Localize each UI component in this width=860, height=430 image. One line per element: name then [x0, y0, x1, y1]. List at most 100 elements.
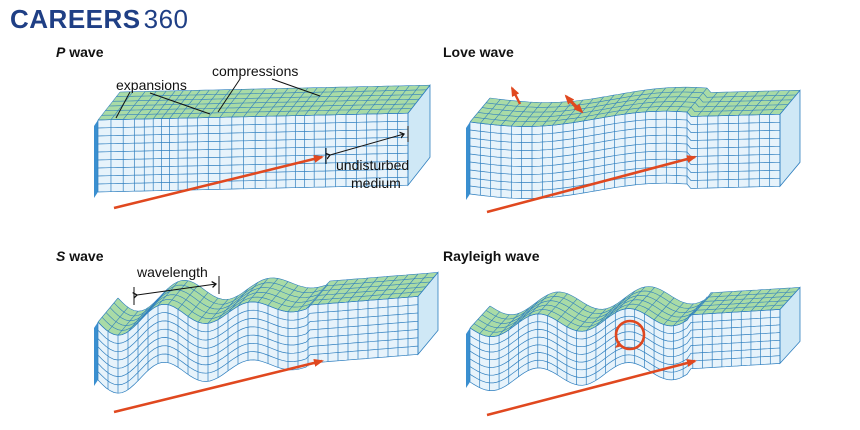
annotation-lines [113, 78, 697, 417]
grid-line [586, 308, 607, 331]
grid-line [295, 87, 318, 116]
grid-line [469, 323, 781, 353]
s-wave-title: S wave [56, 248, 103, 264]
grid-line [367, 276, 389, 301]
grid-line [97, 112, 409, 121]
grid-line [605, 297, 626, 320]
grid-line [666, 87, 687, 112]
grid-line [97, 160, 409, 169]
rayleigh-orbit-arrowhead [615, 341, 622, 348]
logo-brand: CAREERS [10, 4, 141, 34]
grid-line [267, 281, 289, 306]
grid-line [357, 277, 379, 302]
grid-line [304, 87, 327, 116]
grid-line [97, 176, 409, 185]
rayleigh-particle-orbit [614, 319, 646, 351]
propagation-arrow-1 [113, 155, 324, 210]
grid-line [469, 308, 781, 337]
s-wave-title-letter: S [56, 248, 66, 264]
grid-line [97, 312, 419, 353]
grid-line [527, 294, 549, 317]
propagation-arrow-2 [486, 155, 697, 214]
grid-line [469, 362, 781, 391]
p-wave-title: P wave [56, 44, 103, 60]
grid-line [197, 297, 219, 323]
grid-line [337, 278, 359, 303]
grid-line [469, 331, 781, 361]
s-wave-title-rest: wave [65, 248, 104, 264]
grid-line [779, 90, 801, 115]
grid-line [717, 91, 739, 116]
grid-line [770, 287, 791, 311]
grid-line [287, 287, 309, 312]
grid-line [769, 90, 790, 115]
grid-line [511, 101, 532, 127]
undisturbed-dimension [330, 134, 404, 155]
grid-line [469, 354, 781, 384]
undisturbed-label: undisturbed [336, 157, 410, 173]
grid-line [728, 91, 749, 116]
grid-line [489, 314, 510, 337]
grid-line [197, 89, 220, 119]
grid-line [673, 303, 694, 326]
grid-line [750, 288, 772, 312]
grid-line [297, 287, 319, 312]
love-wave-block [466, 86, 801, 200]
grid-line [707, 91, 728, 117]
grid-line [219, 89, 243, 118]
grid-line [479, 311, 500, 334]
p-wave-title-rest: wave [65, 44, 104, 60]
grid-line [169, 90, 192, 119]
wavelength-dimension [137, 284, 216, 295]
grid-line [325, 86, 348, 116]
grid-line [335, 86, 358, 115]
grid-line [227, 288, 249, 314]
grid-line [469, 339, 781, 368]
propagation-arrow-4 [486, 359, 697, 417]
grid-line [552, 101, 573, 126]
grid-line [254, 88, 278, 117]
grid-line [469, 315, 781, 345]
grid-line [702, 291, 723, 315]
grid-line [604, 93, 625, 118]
grid-line [624, 89, 646, 115]
grid-line [161, 90, 184, 119]
grid-line [366, 85, 389, 115]
grid-line [697, 92, 718, 117]
grid-line [110, 91, 134, 120]
grid-line [377, 275, 399, 300]
grid-line [531, 102, 553, 127]
grid-line [595, 304, 617, 327]
grid-line [345, 86, 369, 115]
grid-line [721, 290, 743, 314]
grid-line [97, 304, 419, 344]
grid-line [177, 90, 201, 119]
grid-line [417, 272, 439, 297]
grid-line [547, 293, 568, 316]
grid-line [576, 308, 597, 331]
p-wave-title-letter: P [56, 44, 66, 60]
love-motion-arrow-1 [510, 86, 522, 105]
grid-line [257, 278, 279, 303]
grid-line [469, 174, 780, 191]
grid-line [469, 305, 491, 329]
grid-line [275, 87, 299, 117]
grid-line [134, 91, 157, 120]
grid-line [469, 150, 780, 167]
grid-line [480, 99, 501, 124]
grid-line [387, 274, 409, 299]
grid-line [469, 182, 780, 199]
grid-line [500, 101, 522, 126]
grid-line [738, 91, 759, 116]
rayleigh-wave-block [466, 286, 801, 391]
grid-line [663, 302, 684, 325]
grid-line [243, 88, 266, 117]
grid-line [469, 166, 780, 183]
grid-line [759, 90, 780, 115]
grid-line [711, 291, 733, 314]
grid-line [97, 184, 409, 193]
grid-line [307, 284, 329, 309]
grid-line [407, 273, 429, 298]
